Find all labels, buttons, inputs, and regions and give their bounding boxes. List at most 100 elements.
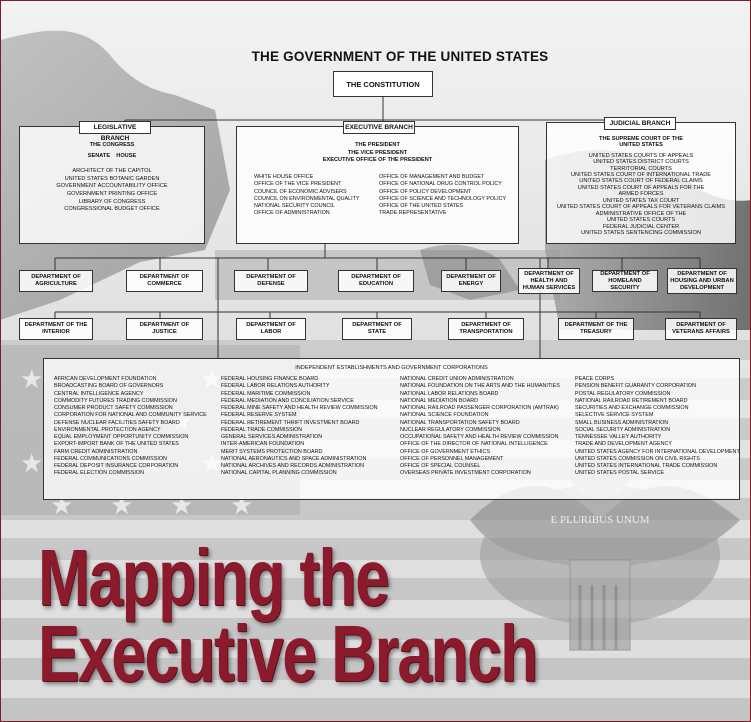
congress-label: THE CONGRESS (89, 142, 135, 148)
department-transportation: DEPARTMENT OF TRANSPORTATION (448, 318, 524, 340)
agency-item: NATIONAL CREDIT UNION ADMINISTRATION (400, 376, 514, 382)
judicial-item: UNITED STATES COURTS (606, 217, 676, 224)
eop-item: OFFICE OF POLICY DEVELOPMENT (379, 188, 472, 195)
judicial-item: UNITED STATES COURT OF APPEALS FOR VETER… (556, 204, 726, 211)
legislative-item: CONGRESSIONAL BUDGET OFFICE (64, 206, 160, 213)
agency-item: BROADCASTING BOARD OF GOVERNORS (54, 383, 164, 390)
department-state: DEPARTMENT OF STATE (342, 318, 412, 340)
agency-item: OCCUPATIONAL SAFETY AND HEALTH REVIEW CO… (400, 434, 559, 440)
agency-item: NATIONAL SCIENCE FOUNDATION (400, 412, 489, 419)
judicial-item: UNITED STATES COURT OF FEDERAL CLAIMS (579, 178, 703, 185)
agency-item: NATIONAL AERONAUTICS AND SPACE ADMINISTR… (221, 455, 367, 462)
agency-item: SOCIAL SECURITY ADMINISTRATION (575, 426, 671, 433)
agency-item: FEDERAL ELECTION COMMISSION (54, 470, 144, 477)
department-education: DEPARTMENT OF EDUCATION (338, 270, 414, 292)
judicial-item: FEDERAL JUDICIAL CENTER (602, 223, 680, 230)
department-commerce: DEPARTMENT OF COMMERCE (126, 270, 203, 292)
agency-item: FEDERAL MINE SAFETY AND HEALTH REVIEW CO… (221, 405, 378, 411)
agency-item: MERIT SYSTEMS PROTECTION BOARD (221, 448, 323, 455)
agency-item: SMALL BUSINESS ADMINISTRATION (575, 419, 669, 426)
eop-label: EXECUTIVE OFFICE OF THE PRESIDENT (322, 157, 433, 164)
chart-title: THE GOVERNMENT OF THE UNITED STATES (251, 49, 549, 64)
senate-house-label: SENATE HOUSE (87, 152, 137, 159)
judicial-item: UNITED STATES COURT OF INTERNATIONAL TRA… (571, 171, 711, 178)
agency-item: DEFENSE NUCLEAR FACILITIES SAFETY BOARD (54, 419, 180, 426)
agency-item: FARM CREDIT ADMINISTRATION (54, 448, 138, 455)
agency-item: OVERSEAS PRIVATE INVESTMENT CORPORATION (400, 470, 531, 477)
president-label: THE PRESIDENT (355, 142, 400, 148)
agency-item: FEDERAL TRADE COMMISSION (221, 426, 303, 433)
agency-item: SELECTIVE SERVICE SYSTEM (575, 412, 654, 419)
legislative-branch-header: LEGISLATIVE BRANCH (79, 121, 151, 142)
eop-item: OFFICE OF SCIENCE AND TECHNOLOGY POLICY (379, 195, 507, 202)
agency-item: PEACE CORPS (575, 376, 614, 382)
legislative-item: GOVERNMENT ACCOUNTABILITY OFFICE (56, 183, 168, 190)
agency-column-2: FEDERAL HOUSING FINANCE BOARD FEDERAL LA… (221, 376, 378, 478)
agency-item: UNITED STATES AGENCY FOR INTERNATIONAL D… (575, 448, 740, 455)
eop-item: NATIONAL SECURITY COUNCIL (254, 203, 335, 209)
independent-agencies-header: INDEPENDENT ESTABLISHMENTS AND GOVERNMEN… (295, 365, 488, 371)
agency-item: NATIONAL RAILROAD PASSENGER CORPORATION … (400, 405, 559, 411)
agency-item: EQUAL EMPLOYMENT OPPORTUNITY COMMISSION (54, 434, 189, 440)
eop-item: OFFICE OF THE VICE PRESIDENT (254, 181, 342, 188)
headline-line-1: Mapping the (38, 533, 390, 622)
agency-item: NATIONAL MEDIATION BOARD (400, 397, 479, 404)
agency-item: COMMODITY FUTURES TRADING COMMISSION (54, 397, 177, 404)
agency-item: OFFICE OF PERSONNEL MANAGEMENT (400, 455, 504, 462)
agency-item: INTER-AMERICAN FOUNDATION (221, 441, 305, 448)
svg-text:★: ★ (20, 449, 43, 479)
department-treasury: DEPARTMENT OF THE TREASURY (558, 318, 634, 340)
executive-branch-header: EXECUTIVE BRANCH (343, 121, 415, 134)
agency-item: FEDERAL COMMUNICATIONS COMMISSION (54, 455, 167, 462)
agency-item: FEDERAL LABOR RELATIONS AUTHORITY (221, 383, 330, 390)
judicial-item: UNITED STATES TAX COURT (602, 197, 680, 204)
agency-column-1: AFRICAN DEVELOPMENT FOUNDATION BROADCAST… (54, 376, 207, 478)
agency-item: CORPORATION FOR NATIONAL AND COMMUNITY S… (54, 412, 207, 419)
department-homeland-security: DEPARTMENT OF HOMELAND SECURITY (592, 270, 658, 292)
agency-item: OFFICE OF SPECIAL COUNSEL (400, 463, 481, 469)
agency-item: ENVIRONMENTAL PROTECTION AGENCY (54, 426, 161, 433)
eop-right-column: OFFICE OF MANAGEMENT AND BUDGET OFFICE O… (379, 174, 506, 218)
agency-item: NATIONAL RAILROAD RETIREMENT BOARD (575, 397, 688, 404)
department-defense: DEPARTMENT OF DEFENSE (234, 270, 308, 292)
legislative-branch-box: THE CONGRESS SENATE HOUSE ARCHITECT OF T… (19, 126, 205, 244)
department-veterans-affairs: DEPARTMENT OF VETERANS AFFAIRS (665, 318, 737, 340)
constitution-box: THE CONSTITUTION (333, 71, 433, 97)
department-housing-urban-development: DEPARTMENT OF HOUSING AND URBAN DEVELOPM… (667, 268, 737, 294)
agency-column-4: PEACE CORPS PENSION BENEFIT GUARANTY COR… (575, 376, 740, 478)
eop-item: OFFICE OF NATIONAL DRUG CONTROL POLICY (379, 181, 502, 188)
agency-item: TRADE AND DEVELOPMENT AGENCY (575, 441, 672, 448)
department-justice: DEPARTMENT OF JUSTICE (126, 318, 203, 340)
executive-branch-box: THE PRESIDENT THE VICE PRESIDENT EXECUTI… (236, 126, 519, 244)
supreme-court-label-2: UNITED STATES (619, 142, 663, 149)
eop-left-column: WHITE HOUSE OFFICE OFFICE OF THE VICE PR… (254, 174, 360, 218)
judicial-item: ADMINISTRATIVE OFFICE OF THE (595, 210, 687, 217)
agency-item: GENERAL SERVICES ADMINISTRATION (221, 434, 323, 440)
agency-item: FEDERAL RESERVE SYSTEM (221, 412, 297, 419)
agency-column-3: NATIONAL CREDIT UNION ADMINISTRATION NAT… (400, 376, 560, 478)
department-labor: DEPARTMENT OF LABOR (236, 318, 306, 340)
agency-item: PENSION BENEFIT GUARANTY CORPORATION (575, 383, 697, 390)
eop-item: TRADE REPRESENTATIVE (379, 210, 447, 217)
agency-item: UNITED STATES INTERNATIONAL TRADE COMMIS… (575, 463, 718, 469)
agency-item: EXPORT-IMPORT BANK OF THE UNITED STATES (54, 441, 179, 448)
seal-motto: E PLURIBUS UNUM (550, 514, 649, 526)
agency-item: SECURITIES AND EXCHANGE COMMISSION (575, 405, 689, 411)
judicial-item: ARMED FORCES (618, 191, 664, 198)
eop-item: OFFICE OF THE UNITED STATES (379, 203, 464, 209)
agency-item: FEDERAL HOUSING FINANCE BOARD (221, 376, 319, 382)
eop-item: COUNCIL ON ENVIRONMENTAL QUALITY (254, 195, 360, 202)
judicial-item: UNITED STATES SENTENCING COMMISSION (581, 230, 701, 237)
legislative-item: ARCHITECT OF THE CAPITOL (72, 168, 152, 175)
agency-item: OFFICE OF GOVERNMENT ETHICS (400, 448, 491, 455)
legislative-item: GOVERNMENT PRINTING OFFICE (66, 190, 158, 197)
agency-item: UNITED STATES POSTAL SERVICE (575, 470, 664, 477)
agency-item: NATIONAL TRANSPORTATION SAFETY BOARD (400, 419, 520, 426)
agency-item: CENTRAL INTELLIGENCE AGENCY (54, 390, 144, 397)
agency-item: NATIONAL FOUNDATION ON THE ARTS AND THE … (400, 383, 560, 390)
supreme-court-label: THE SUPREME COURT OF THE (599, 136, 683, 142)
department-health-human-services: DEPARTMENT OF HEALTH AND HUMAN SERVICES (518, 268, 580, 294)
eop-item: OFFICE OF ADMINISTRATION (254, 210, 330, 217)
agency-item: NATIONAL ARCHIVES AND RECORDS ADMINISTRA… (221, 463, 365, 469)
agency-item: FEDERAL RETIREMENT THRIFT INVESTMENT BOA… (221, 419, 360, 426)
